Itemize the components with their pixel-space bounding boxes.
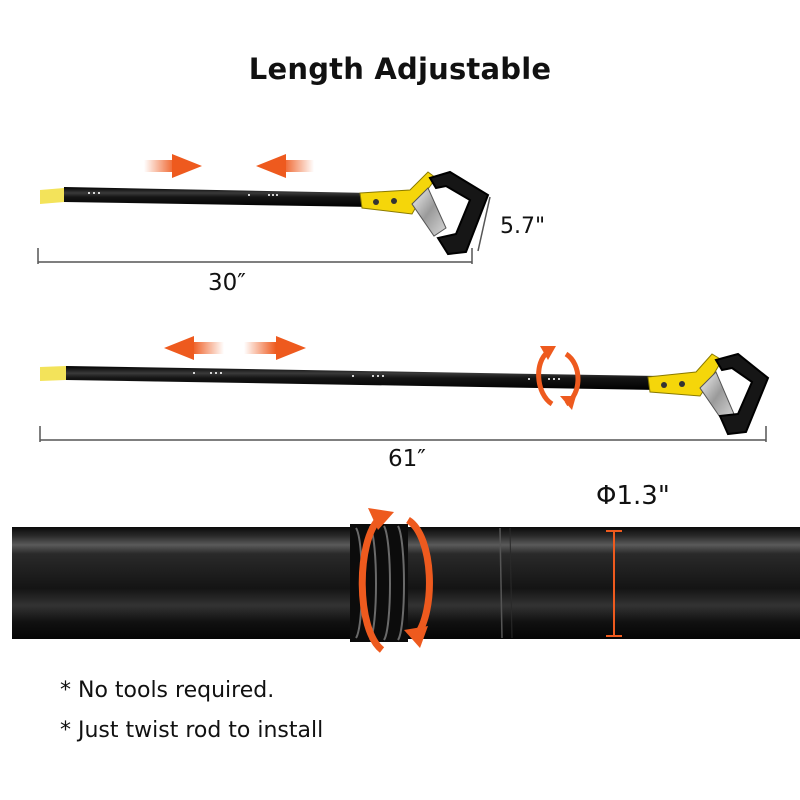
arrow-left-icon	[164, 336, 194, 360]
rod	[64, 187, 372, 207]
rod-end-cap	[40, 188, 64, 204]
length-label-short: 30″	[208, 270, 246, 296]
handle-height-label: 5.7"	[500, 214, 546, 239]
length-label-long: 61″	[388, 446, 426, 472]
rotate-icon	[536, 346, 581, 410]
arrow-left-icon	[256, 154, 286, 178]
short-hoe-tool	[40, 170, 490, 256]
note-twist-install: * Just twist rod to install	[60, 718, 324, 743]
rod-end-cap	[40, 366, 66, 381]
arrow-right-icon	[276, 336, 306, 360]
stirrup-blade	[714, 352, 770, 436]
dimension-line-61	[39, 426, 767, 442]
note-no-tools: * No tools required.	[60, 678, 275, 703]
inward-arrows	[144, 154, 314, 178]
rod	[66, 366, 660, 390]
long-hoe-tool	[40, 352, 770, 436]
outward-arrows	[164, 336, 306, 360]
stirrup-blade	[428, 170, 490, 256]
dimension-line-30	[37, 248, 473, 264]
rod-closeup	[12, 508, 800, 653]
metal-bracket	[411, 187, 447, 237]
page-title: Length Adjustable	[248, 52, 552, 86]
diameter-marker	[606, 530, 622, 637]
dimension-line-handle	[477, 196, 491, 252]
arrow-right-icon	[172, 154, 202, 178]
diameter-label: Φ1.3"	[596, 481, 670, 511]
